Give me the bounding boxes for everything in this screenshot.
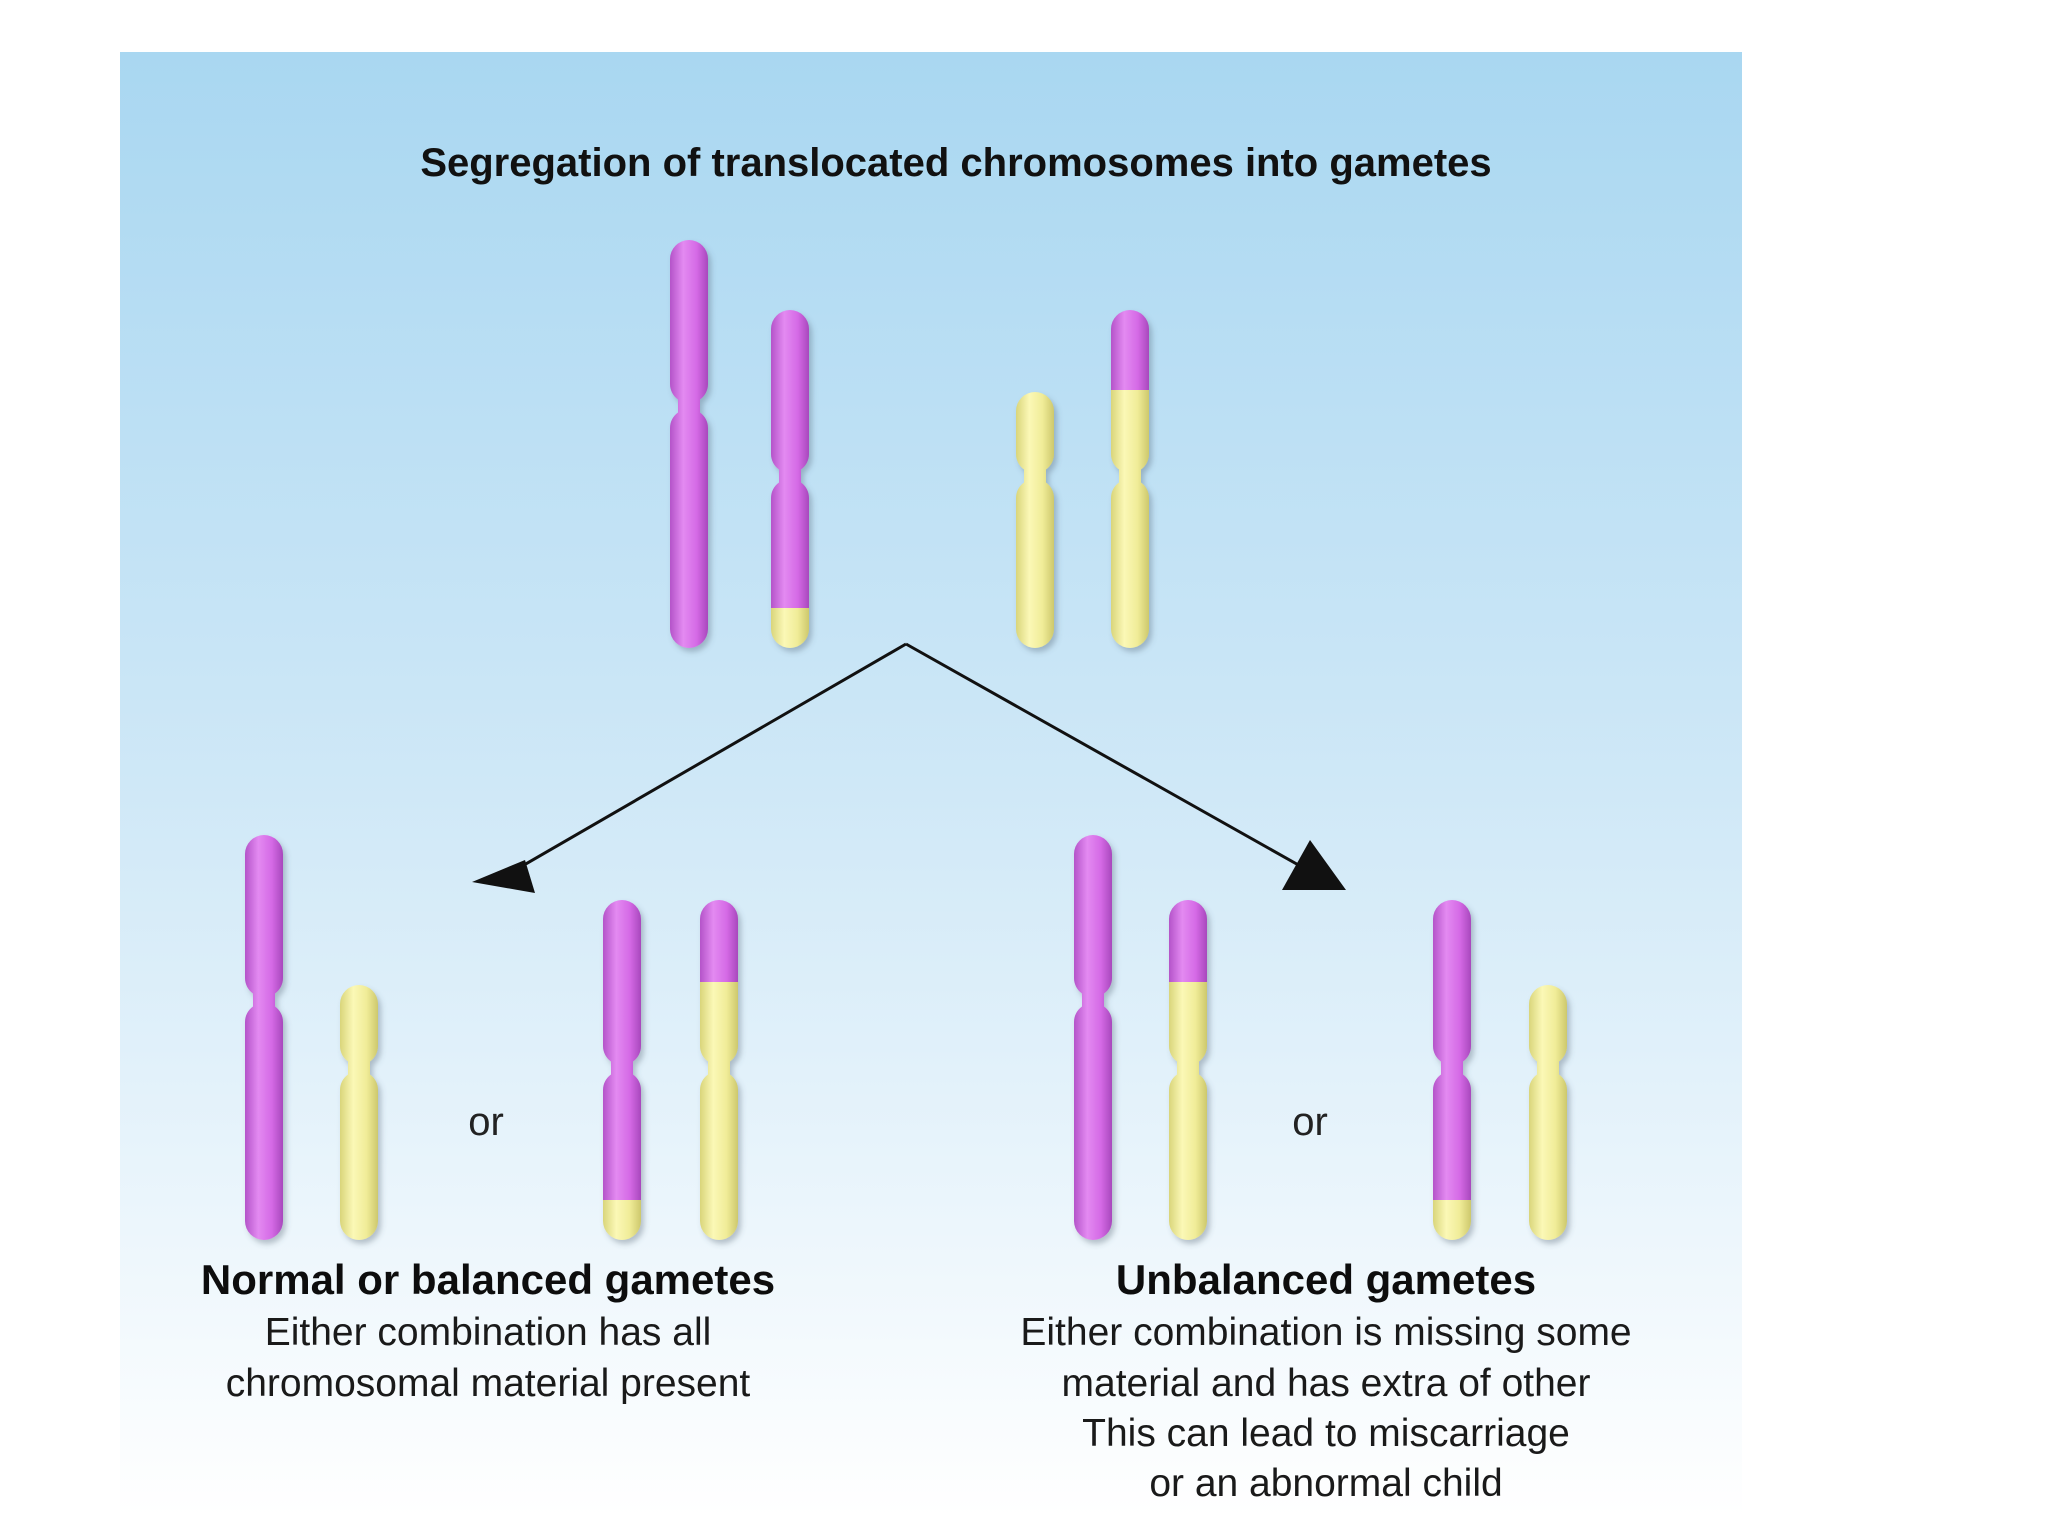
chromosome-balanced-2b-segment-0 bbox=[700, 900, 738, 982]
unbalanced-heading: Unbalanced gametes bbox=[1116, 1256, 1536, 1303]
chromosome-unbalanced-2a bbox=[1433, 900, 1471, 1240]
balanced-heading: Normal or balanced gametes bbox=[201, 1256, 775, 1303]
chromosome-normal-yellow-top-segment-0 bbox=[1016, 392, 1054, 648]
chromosome-unbalanced-1b-segment-0 bbox=[1169, 900, 1207, 982]
arrow-to-balanced-line bbox=[504, 642, 907, 878]
unbalanced-line-1: Either combination is missing some bbox=[1020, 1311, 1631, 1354]
chromosome-group bbox=[245, 240, 1567, 1240]
diagram-title: Segregation of translocated chromosomes … bbox=[420, 141, 1491, 185]
chromosome-balanced-1a bbox=[245, 835, 283, 1240]
or-label-right: or bbox=[1292, 1100, 1328, 1144]
chromosome-derivative-purple-top-segment-0 bbox=[771, 310, 809, 608]
chromosome-balanced-2b-segment-1 bbox=[700, 982, 738, 1240]
chromosome-normal-purple-top bbox=[670, 240, 708, 648]
unbalanced-line-4: or an abnormal child bbox=[1149, 1462, 1502, 1505]
chromosome-unbalanced-1a-segment-0 bbox=[1074, 835, 1112, 1240]
chromosome-normal-yellow-top bbox=[1016, 392, 1054, 648]
chromosome-derivative-yellow-top-segment-1 bbox=[1111, 390, 1149, 648]
arrowhead-left-icon bbox=[472, 860, 535, 893]
chromosome-derivative-purple-top-segment-1 bbox=[771, 608, 809, 648]
chromosome-balanced-1b bbox=[340, 985, 378, 1240]
unbalanced-line-3: This can lead to miscarriage bbox=[1082, 1412, 1570, 1455]
arrowhead-right-icon bbox=[1282, 840, 1346, 890]
chromosome-balanced-2a bbox=[603, 900, 641, 1240]
chromosome-balanced-2a-segment-1 bbox=[603, 1200, 641, 1240]
chromosome-unbalanced-2b-segment-0 bbox=[1529, 985, 1567, 1240]
chromosome-derivative-yellow-top-segment-0 bbox=[1111, 310, 1149, 390]
or-label-left: or bbox=[468, 1100, 504, 1144]
chromosome-balanced-1b-segment-0 bbox=[340, 985, 378, 1240]
chromosome-balanced-2b bbox=[700, 900, 738, 1240]
panel-background bbox=[120, 52, 1742, 1516]
chromosome-normal-purple-top-segment-0 bbox=[670, 240, 708, 648]
chromosome-unbalanced-1b bbox=[1169, 900, 1207, 1240]
balanced-line-1: Either combination has all bbox=[265, 1311, 712, 1354]
arrow-to-unbalanced-line bbox=[905, 642, 1319, 878]
chromosome-derivative-purple-top bbox=[771, 310, 809, 648]
chromosome-unbalanced-2b bbox=[1529, 985, 1567, 1240]
unbalanced-line-2: material and has extra of other bbox=[1062, 1362, 1591, 1405]
chromosome-unbalanced-2a-segment-1 bbox=[1433, 1200, 1471, 1240]
chromosome-derivative-yellow-top bbox=[1111, 310, 1149, 648]
chromosome-unbalanced-2a-segment-0 bbox=[1433, 900, 1471, 1200]
segregation-arrows bbox=[504, 642, 1319, 878]
chromosome-balanced-2a-segment-0 bbox=[603, 900, 641, 1200]
chromosome-balanced-1a-segment-0 bbox=[245, 835, 283, 1240]
balanced-line-2: chromosomal material present bbox=[226, 1362, 751, 1405]
chromosome-unbalanced-1b-segment-1 bbox=[1169, 982, 1207, 1240]
chromosome-unbalanced-1a bbox=[1074, 835, 1112, 1240]
